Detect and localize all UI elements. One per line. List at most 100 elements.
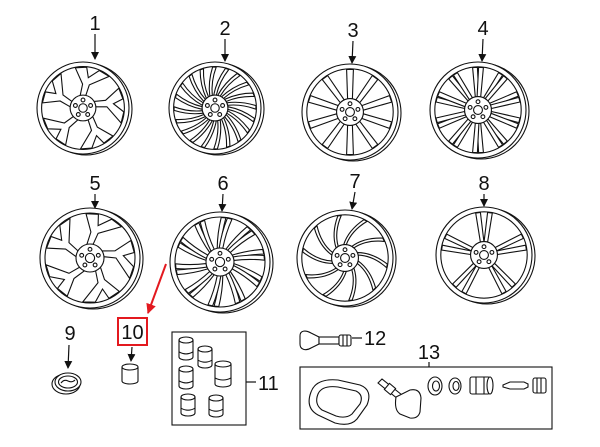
wheel-7-spoke <box>356 252 388 269</box>
valve-stem <box>299 330 352 351</box>
wheel-4-lug-hole <box>483 104 489 110</box>
wheel-5-center-bore <box>84 252 96 264</box>
callout-7: 7 <box>349 171 360 193</box>
lug-nut <box>178 336 194 361</box>
wheel-3-lug-hole <box>342 116 348 122</box>
wheel-4-spoke <box>447 118 472 145</box>
wheel-7-spoke <box>321 270 348 297</box>
wheel-2-spoke <box>213 119 222 150</box>
wheel-7-spoke <box>356 260 377 292</box>
tpms-valve-assembly <box>377 378 422 419</box>
wheel-7-lug-hole <box>337 262 343 268</box>
wheel-4-spoke <box>435 110 467 124</box>
cap-body <box>122 367 138 381</box>
wheel-2 <box>168 61 265 156</box>
wheel-6-spoke <box>184 270 214 294</box>
lug-nut <box>178 365 194 390</box>
nut-body <box>181 397 195 413</box>
wheel-6-lug-hole <box>217 250 223 256</box>
wheel-7 <box>296 209 397 308</box>
lug-nut <box>208 394 224 418</box>
wheel-4-spoke <box>476 66 484 98</box>
washer-inner <box>452 380 460 392</box>
callout-9: 9 <box>64 323 75 345</box>
wheel-8-spoke <box>451 262 477 289</box>
emblem-inner-ring <box>57 375 79 389</box>
wheel-1-lug-hole <box>80 97 86 103</box>
wheel-1-lug-hole <box>75 112 81 117</box>
wheel-4-spoke <box>482 119 504 149</box>
wheel-4-spoke <box>436 91 468 108</box>
wheel-4-spoke <box>488 112 520 129</box>
leader-10 <box>127 346 136 362</box>
wheel-4-lug-hole <box>467 104 473 110</box>
tpms-valve-core <box>502 381 529 390</box>
nut-body <box>198 349 212 365</box>
callout-10: 10 <box>121 322 143 344</box>
lug-nut-cap <box>121 363 139 385</box>
wheel-4 <box>429 61 530 160</box>
wheel-2-center-bore <box>210 103 220 113</box>
wheel-5-lug-hole <box>79 252 85 258</box>
wheel-8-lug-hole <box>486 259 492 265</box>
wheel-3-spoke <box>361 94 393 111</box>
tpms-nut <box>469 376 494 395</box>
wheel-4-lug-hole <box>475 99 481 105</box>
wheel-8-spoke <box>487 265 507 295</box>
wheel-2-spoke <box>174 93 203 110</box>
wheel-5 <box>39 207 144 310</box>
lug-nut <box>180 393 196 417</box>
tpms-grommet <box>427 376 443 396</box>
nut-top <box>214 360 232 368</box>
wheel-2-spoke <box>213 67 230 96</box>
wheel-2-lug-hole <box>207 112 213 117</box>
wheel-2-lug-hole <box>204 103 210 108</box>
wheel-5-spoke <box>101 239 135 280</box>
wheel-6-spoke <box>179 236 209 260</box>
wheel-7-spoke <box>302 247 334 264</box>
tpms-valve-nut <box>383 382 397 396</box>
wheel-6-spoke <box>231 264 261 288</box>
wheel-8-spoke <box>494 233 525 252</box>
wheel-7-spoke <box>304 267 340 279</box>
wheel-8-lug-hole <box>481 244 487 250</box>
wheel-1-spoke <box>74 66 111 96</box>
wheel-6-spoke <box>174 262 208 270</box>
locking-key <box>214 360 232 388</box>
callout-13: 13 <box>418 342 440 364</box>
wheel-2-spoke <box>227 106 256 123</box>
wheel-2-spoke <box>220 81 250 100</box>
leader-9 <box>64 344 73 369</box>
wheel-6-spoke <box>225 272 241 305</box>
nut-body <box>179 340 193 357</box>
wheel-4-spoke <box>452 71 474 101</box>
wheel-6-spoke <box>232 254 266 262</box>
wheel-6-lug-hole <box>225 256 231 262</box>
tpms-sensor-face <box>316 386 362 418</box>
tpms-valve-sensor <box>394 389 422 419</box>
wheel-8-lug-hole <box>473 249 479 255</box>
wheel-8-spoke <box>440 244 472 256</box>
wheel-6-spoke <box>199 219 215 252</box>
wheel-3-lug-hole <box>352 116 358 122</box>
valve-stem-cap <box>338 334 352 347</box>
nut-top <box>178 336 194 344</box>
wheel-2-spoke <box>208 66 217 97</box>
wheel-3-lug-hole <box>355 106 361 112</box>
wheel-5-spoke <box>45 263 86 298</box>
wheel-3-spoke <box>355 74 379 104</box>
wheel-7-spoke <box>350 237 386 249</box>
valve-core-body <box>502 381 529 390</box>
wheel-2-spoke <box>216 72 241 97</box>
wheel-8-lug-hole <box>476 259 482 265</box>
wheel-8-spoke <box>443 233 474 252</box>
callout-2: 2 <box>219 18 230 40</box>
wheel-8-spoke <box>475 211 485 243</box>
lug-nut-set <box>178 336 232 418</box>
wheel-7-center-bore <box>340 253 350 263</box>
nut-body <box>209 398 223 414</box>
wheel-8-center-bore <box>479 250 489 260</box>
wheel-2-spoke <box>173 106 204 115</box>
wheel-3-lug-hole <box>339 106 345 112</box>
